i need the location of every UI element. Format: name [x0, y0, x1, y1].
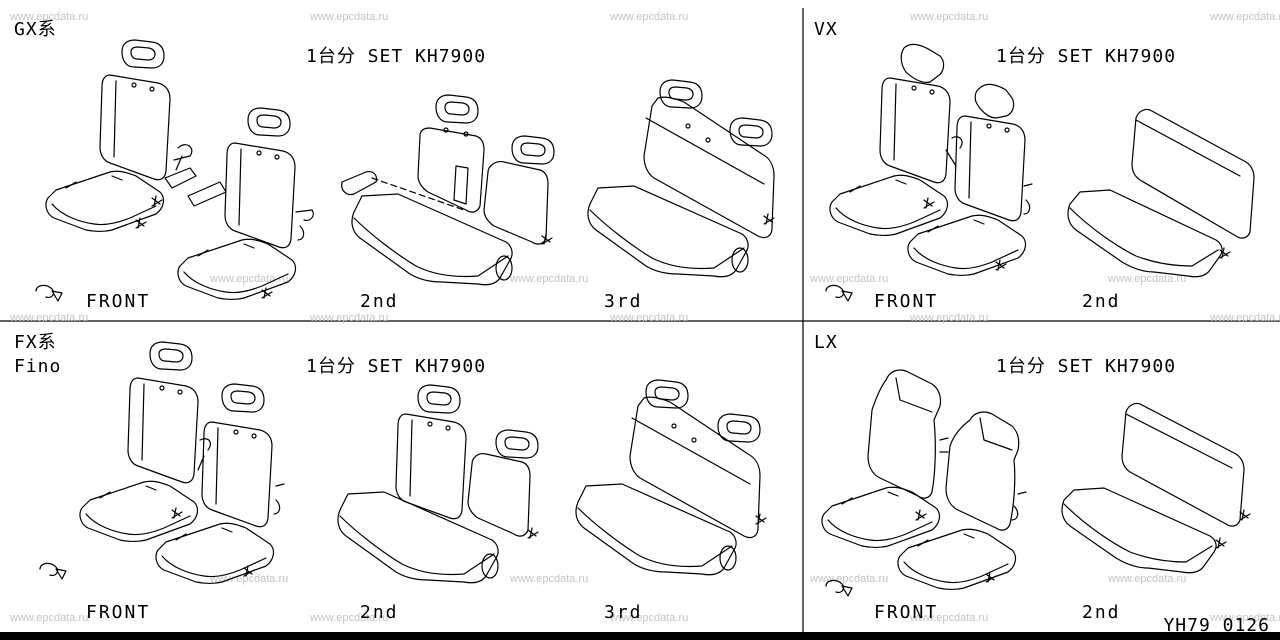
watermark: www.epcdata.ru	[610, 312, 689, 324]
watermark: www.epcdata.ru	[1108, 273, 1187, 285]
panel-vx-caption-front: FRONT	[874, 291, 939, 312]
watermark: www.epcdata.ru	[910, 312, 989, 324]
watermark: www.epcdata.ru	[10, 612, 89, 624]
watermark: www.epcdata.ru	[910, 612, 989, 624]
panel-gx-set-text: 1台分 SET KH7900	[306, 46, 487, 67]
watermark: www.epcdata.ru	[610, 11, 689, 23]
watermark: www.epcdata.ru	[810, 273, 889, 285]
watermark: www.epcdata.ru	[310, 11, 389, 23]
panel-gx-caption-2nd: 2nd	[360, 291, 399, 312]
panel-fx-caption-front: FRONT	[86, 602, 151, 623]
watermark: www.epcdata.ru	[210, 573, 289, 585]
panel-gx-caption-front: FRONT	[86, 291, 151, 312]
panel-vx-label: VX	[814, 19, 838, 40]
watermark: www.epcdata.ru	[10, 11, 89, 23]
panel-gx-caption-3rd: 3rd	[604, 291, 643, 312]
watermark: www.epcdata.ru	[10, 312, 89, 324]
diagram-code: YH79 0126	[1163, 615, 1270, 636]
watermark: www.epcdata.ru	[510, 273, 589, 285]
watermark: www.epcdata.ru	[210, 273, 289, 285]
watermark: www.epcdata.ru	[810, 573, 889, 585]
panel-lx-caption-front: FRONT	[874, 602, 939, 623]
panel-gx-label: GX系	[14, 19, 57, 40]
watermark: www.epcdata.ru	[1210, 612, 1280, 624]
bottom-border	[0, 632, 1280, 640]
panel-lx-label: LX	[814, 332, 838, 353]
panel-fx-set-text: 1台分 SET KH7900	[306, 356, 487, 377]
watermark: www.epcdata.ru	[1210, 312, 1280, 324]
watermark: www.epcdata.ru	[510, 573, 589, 585]
panel-lx-caption-2nd: 2nd	[1082, 602, 1121, 623]
watermark: www.epcdata.ru	[910, 11, 989, 23]
panel-fx-label: FX系	[14, 332, 57, 353]
panel-fx-sublabel: Fino	[14, 356, 62, 377]
watermark: www.epcdata.ru	[310, 612, 389, 624]
panel-vx-set-text: 1台分 SET KH7900	[996, 46, 1177, 67]
watermark: www.epcdata.ru	[1210, 11, 1280, 23]
panel-lx-set-text: 1台分 SET KH7900	[996, 356, 1177, 377]
watermark: www.epcdata.ru	[310, 312, 389, 324]
watermark: www.epcdata.ru	[610, 612, 689, 624]
panel-fx-caption-2nd: 2nd	[360, 602, 399, 623]
panel-fx-caption-3rd: 3rd	[604, 602, 643, 623]
watermark: www.epcdata.ru	[1108, 573, 1187, 585]
panel-vx-caption-2nd: 2nd	[1082, 291, 1121, 312]
